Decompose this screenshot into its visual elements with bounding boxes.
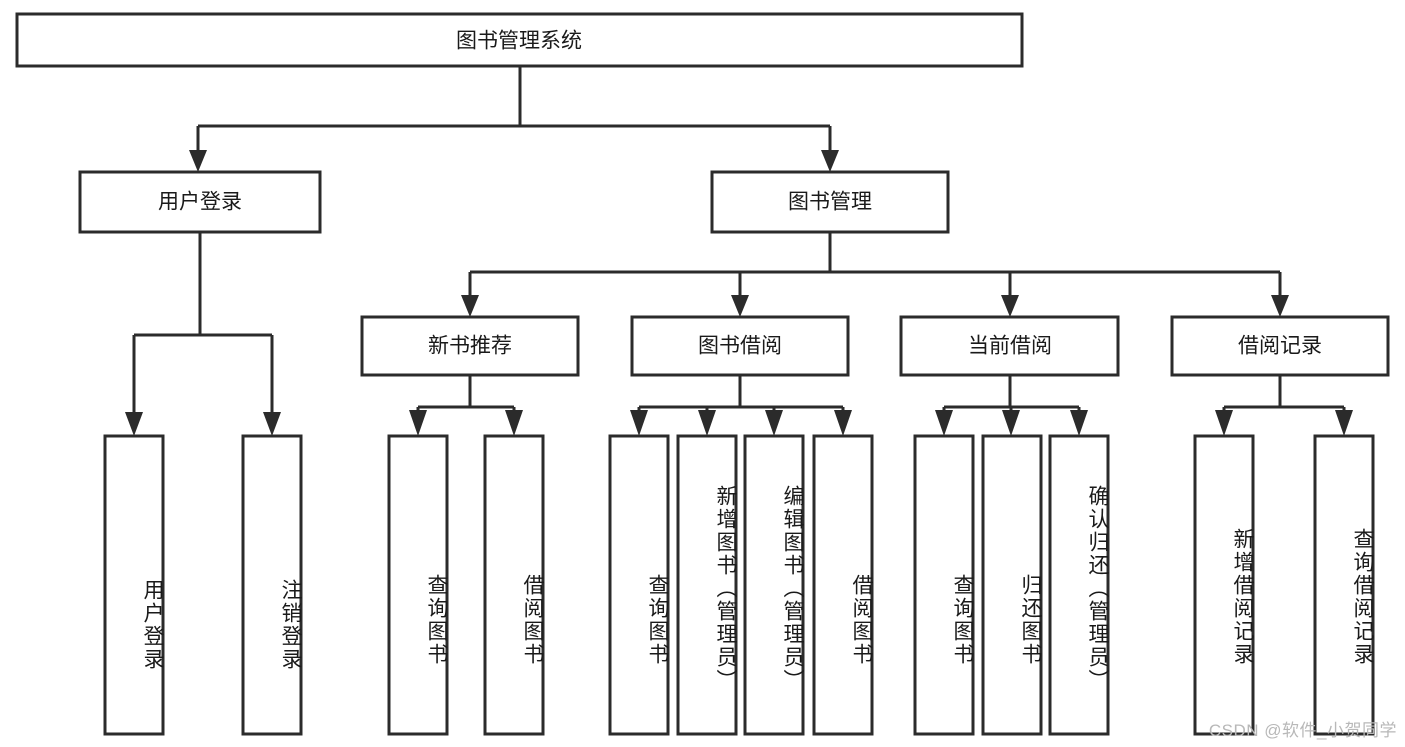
leaf-confirm-return-admin-box[interactable] xyxy=(1048,434,1110,736)
arrow-head-icon xyxy=(765,410,783,436)
arrow-head-icon xyxy=(731,295,749,317)
connector-borrow-record-to-leaves xyxy=(1215,375,1353,436)
node-new-book-recommend[interactable]: 新书推荐 xyxy=(360,315,580,377)
leaf-add-book-admin-label: 新增图书（管理员） xyxy=(714,485,737,692)
arrow-head-icon xyxy=(834,410,852,436)
csdn-watermark: CSDN @软件_小贺同学 xyxy=(1208,721,1397,740)
arrow-head-icon xyxy=(461,295,479,317)
connector-new-book-recommend-to-leaves xyxy=(409,375,523,436)
node-user-login[interactable]: 用户登录 xyxy=(78,170,322,234)
connector-user-login-to-leaves xyxy=(125,232,281,436)
arrow-head-icon xyxy=(630,410,648,436)
leaf-borrow-book-1-label: 借阅图书 xyxy=(521,573,544,666)
leaf-return-book-label: 归还图书 xyxy=(1019,573,1042,666)
leaf-borrow-book-2-box[interactable] xyxy=(812,434,874,736)
node-book-borrow[interactable]: 图书借阅 xyxy=(630,315,850,377)
node-book-manage[interactable]: 图书管理 xyxy=(710,170,950,234)
leaf-query-book-2-box[interactable] xyxy=(608,434,670,736)
node-user-login-box xyxy=(78,170,322,234)
leaf-edit-book-admin-box[interactable] xyxy=(743,434,805,736)
node-book-borrow-box xyxy=(630,315,850,377)
arrow-head-icon xyxy=(125,412,143,436)
node-borrow-record-label: 借阅记录 xyxy=(1238,335,1322,358)
node-borrow-record[interactable]: 借阅记录 xyxy=(1170,315,1390,377)
arrow-head-icon xyxy=(1070,410,1088,436)
node-user-login-label: 用户登录 xyxy=(158,191,242,214)
leaf-logout-login-box[interactable] xyxy=(241,434,303,736)
node-title-system-box xyxy=(15,12,1024,68)
node-current-borrow-label: 当前借阅 xyxy=(968,335,1052,358)
leaf-add-borrow-record-box[interactable] xyxy=(1193,434,1255,736)
leaf-borrow-book-2-label: 借阅图书 xyxy=(850,573,873,666)
connector-root-to-level2 xyxy=(189,66,839,172)
leaf-return-book-box[interactable] xyxy=(981,434,1043,736)
arrow-head-icon xyxy=(409,410,427,436)
arrow-head-icon xyxy=(1002,410,1020,436)
leaf-logout-login-label: 注销登录 xyxy=(279,579,302,671)
connector-book-manage-to-level3 xyxy=(461,232,1289,317)
leaf-confirm-return-admin-label: 确认归还（管理员） xyxy=(1086,485,1109,692)
leaf-add-borrow-record-label: 新增借阅记录 xyxy=(1231,528,1254,666)
arrow-head-icon xyxy=(189,150,207,172)
node-book-borrow-label: 图书借阅 xyxy=(698,335,782,358)
arrow-head-icon xyxy=(821,150,839,172)
leaf-query-book-3-label: 查询图书 xyxy=(951,573,974,666)
node-current-borrow[interactable]: 当前借阅 xyxy=(899,315,1120,377)
arrow-head-icon xyxy=(505,410,523,436)
leaf-query-borrow-record-label: 查询借阅记录 xyxy=(1351,528,1374,666)
connector-book-borrow-to-leaves xyxy=(630,375,852,436)
node-new-book-recommend-label: 新书推荐 xyxy=(428,335,512,358)
leaf-edit-book-admin-label: 编辑图书（管理员） xyxy=(781,485,804,692)
node-title-system[interactable]: 图书管理系统 xyxy=(15,12,1024,68)
leaf-user-login-box[interactable] xyxy=(103,434,165,736)
leaf-query-book-1-box[interactable] xyxy=(387,434,449,736)
arrow-head-icon xyxy=(1271,295,1289,317)
arrow-head-icon xyxy=(1215,410,1233,436)
arrow-head-icon xyxy=(1335,410,1353,436)
arrow-head-icon xyxy=(698,410,716,436)
node-title-system-label: 图书管理系统 xyxy=(456,30,582,53)
connector-current-borrow-to-leaves xyxy=(935,375,1088,436)
arrow-head-icon xyxy=(1001,295,1019,317)
leaf-add-book-admin-box[interactable] xyxy=(676,434,738,736)
node-book-manage-label: 图书管理 xyxy=(788,191,872,214)
leaf-user-login-label: 用户登录 xyxy=(141,579,164,671)
leaf-query-book-1-label: 查询图书 xyxy=(425,573,448,666)
arrow-head-icon xyxy=(263,412,281,436)
node-new-book-recommend-box xyxy=(360,315,580,377)
leaf-borrow-book-1-box[interactable] xyxy=(483,434,545,736)
leaf-query-book-3-box[interactable] xyxy=(913,434,975,736)
node-book-manage-box xyxy=(710,170,950,234)
arrow-head-icon xyxy=(935,410,953,436)
leaf-query-borrow-record-box[interactable] xyxy=(1313,434,1375,736)
node-borrow-record-box xyxy=(1170,315,1390,377)
leaf-query-book-2-label: 查询图书 xyxy=(646,573,669,666)
